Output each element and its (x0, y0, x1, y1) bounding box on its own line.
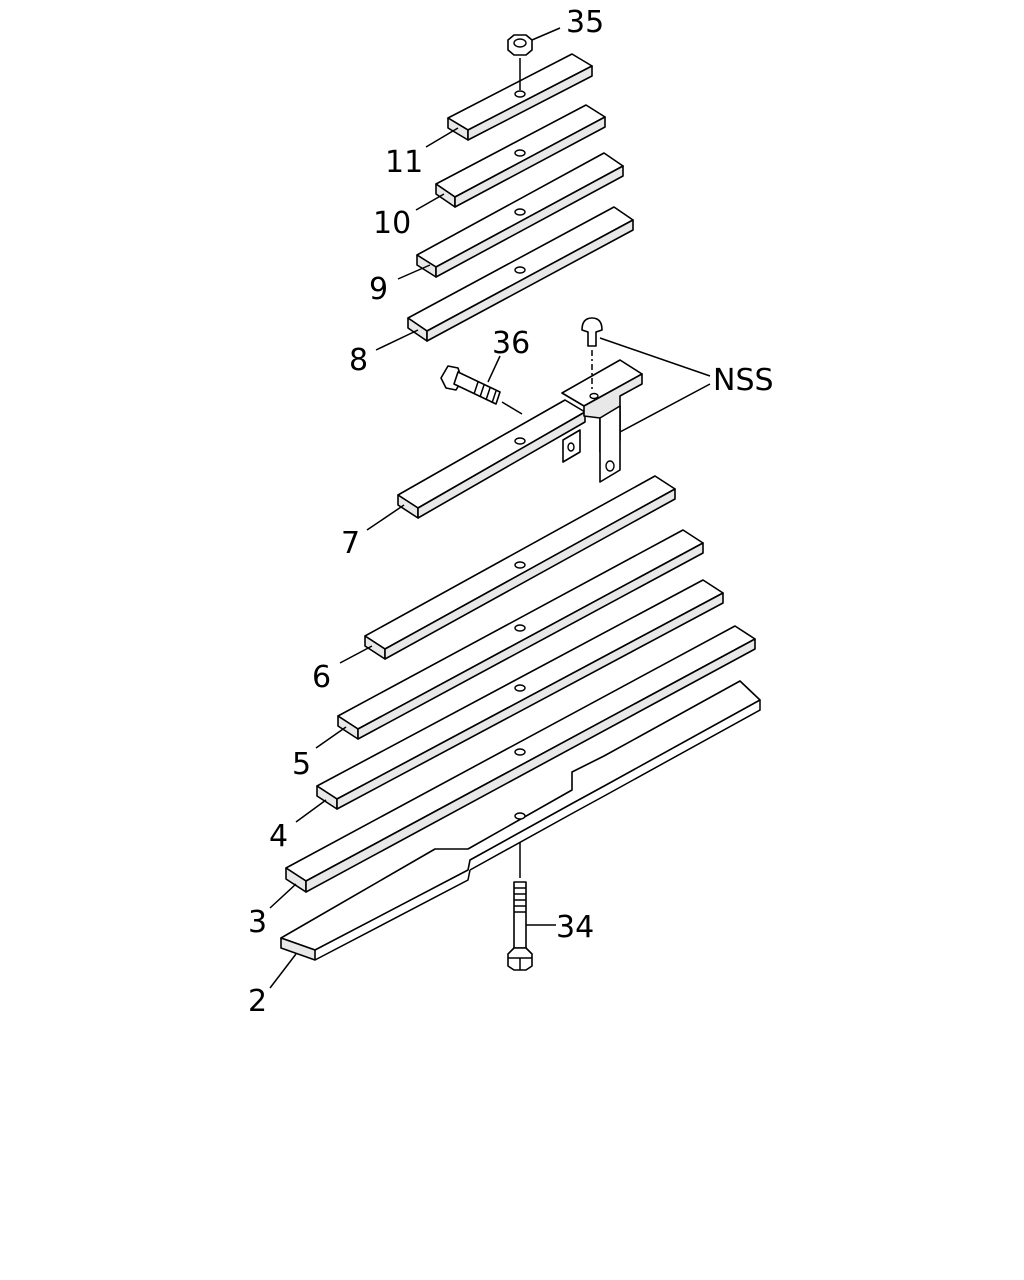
leaf-3 (285, 625, 756, 893)
callout-9: 9 (369, 272, 388, 307)
center-bolt-34 (507, 842, 533, 971)
leaf-8 (407, 206, 634, 342)
leaf-5 (337, 529, 704, 740)
leader-lines (269, 27, 711, 989)
callout-2: 2 (248, 984, 267, 1019)
callout-35: 35 (566, 5, 604, 40)
nut-35 (507, 34, 533, 90)
callout-8: 8 (349, 343, 368, 378)
callout-36: 36 (492, 326, 530, 361)
leaf-4 (316, 579, 724, 810)
leaf-11 (447, 53, 593, 141)
rivet-nss (581, 317, 603, 392)
leaf-6 (364, 475, 676, 660)
callout-nss: NSS (713, 363, 774, 398)
callout-4: 4 (269, 819, 288, 854)
leaf-2-main (280, 680, 761, 961)
leaf-7-with-bracket (397, 359, 643, 519)
callout-3: 3 (248, 905, 267, 940)
bolt-36 (440, 365, 523, 415)
leaf-10 (435, 104, 606, 208)
callout-7: 7 (341, 526, 360, 561)
callout-10: 10 (373, 206, 411, 241)
callout-11: 11 (385, 145, 423, 180)
callout-6: 6 (312, 660, 331, 695)
callout-5: 5 (292, 747, 311, 782)
callout-34: 34 (556, 910, 594, 945)
